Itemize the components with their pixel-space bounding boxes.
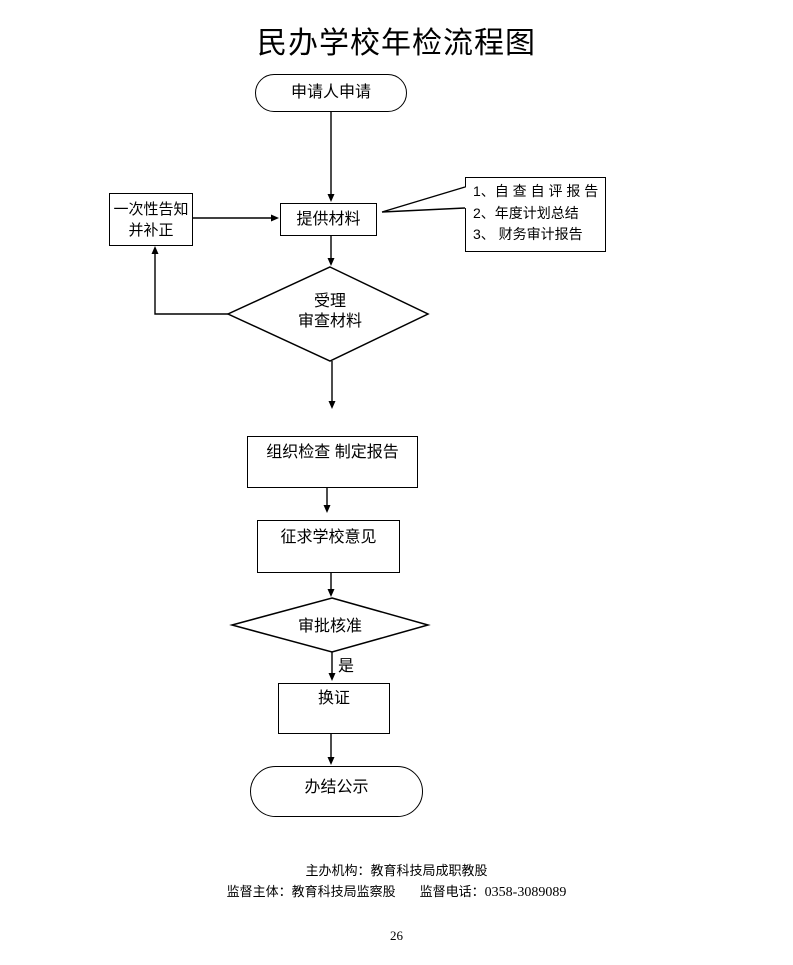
start-node-label: 申请人申请 (290, 84, 371, 101)
materials-list-node: 1、自 查 自 评 报 告 2、年度计划总结 3、 财务审计报告 (465, 177, 606, 252)
arrowhead-start-to-provide (327, 194, 335, 202)
end-node-label: 办结公示 (304, 779, 369, 796)
notice-line-1: 一次性告知 (113, 200, 189, 218)
arrowhead-approve-to-renew (328, 673, 336, 681)
footer-phone-number: 0358-3089089 (484, 885, 567, 900)
arrowhead-review-to-notice (151, 246, 159, 254)
arrowhead-review-to-organize (328, 401, 336, 409)
arrow-review-to-notice (154, 254, 228, 315)
footer-host-organization: 主办机构：教育科技局成职教股 (305, 863, 488, 878)
renew-certificate-node: 换证 (278, 683, 390, 734)
approve-label: 审批核准 (297, 618, 362, 635)
organize-inspection-label: 组织检查 制定报告 (266, 444, 399, 461)
arrowhead-notice-to-provide (271, 214, 279, 222)
materials-item-3: 3、 财务审计报告 (473, 226, 583, 242)
arrowhead-organize-to-consult (323, 505, 331, 513)
materials-item-1: 1、自 查 自 评 报 告 (473, 183, 599, 199)
end-node: 办结公示 (250, 766, 423, 817)
consult-school-label: 征求学校意见 (280, 529, 377, 546)
arrowhead-renew-to-end (327, 757, 335, 765)
organize-inspection-node: 组织检查 制定报告 (247, 436, 418, 488)
page-number: 26 (390, 928, 403, 943)
notice-correction-node: 一次性告知 并补正 (109, 193, 193, 246)
review-line-2: 审查材料 (297, 313, 362, 330)
provide-materials-node: 提供材料 (280, 203, 377, 236)
arrowhead-consult-to-approve (327, 589, 335, 597)
notice-line-2: 并补正 (128, 221, 174, 239)
approve-diamond-node: 审批核准 (232, 617, 428, 637)
arrowhead-provide-to-review (327, 258, 335, 266)
consult-school-node: 征求学校意见 (257, 520, 400, 573)
materials-item-2: 2、年度计划总结 (473, 204, 579, 221)
footer-phone-label: 监督电话： (419, 884, 485, 899)
start-node: 申请人申请 (255, 74, 407, 112)
yes-branch-label: 是 (338, 658, 355, 675)
callout-wedge-lines (381, 186, 466, 213)
review-line-1: 受理 (313, 293, 346, 310)
footer-supervisor: 监督主体：教育科技局监察股 (226, 884, 396, 899)
renew-certificate-label: 换证 (317, 690, 350, 707)
callout-wedge-fill (382, 187, 467, 212)
provide-materials-label: 提供材料 (296, 210, 361, 228)
footer-supervision-line: 监督主体：教育科技局监察股 监督电话：0358-3089089 (0, 884, 793, 901)
review-diamond-node: 受理 审查材料 (230, 292, 430, 332)
page-title: 民办学校年检流程图 (257, 27, 536, 60)
